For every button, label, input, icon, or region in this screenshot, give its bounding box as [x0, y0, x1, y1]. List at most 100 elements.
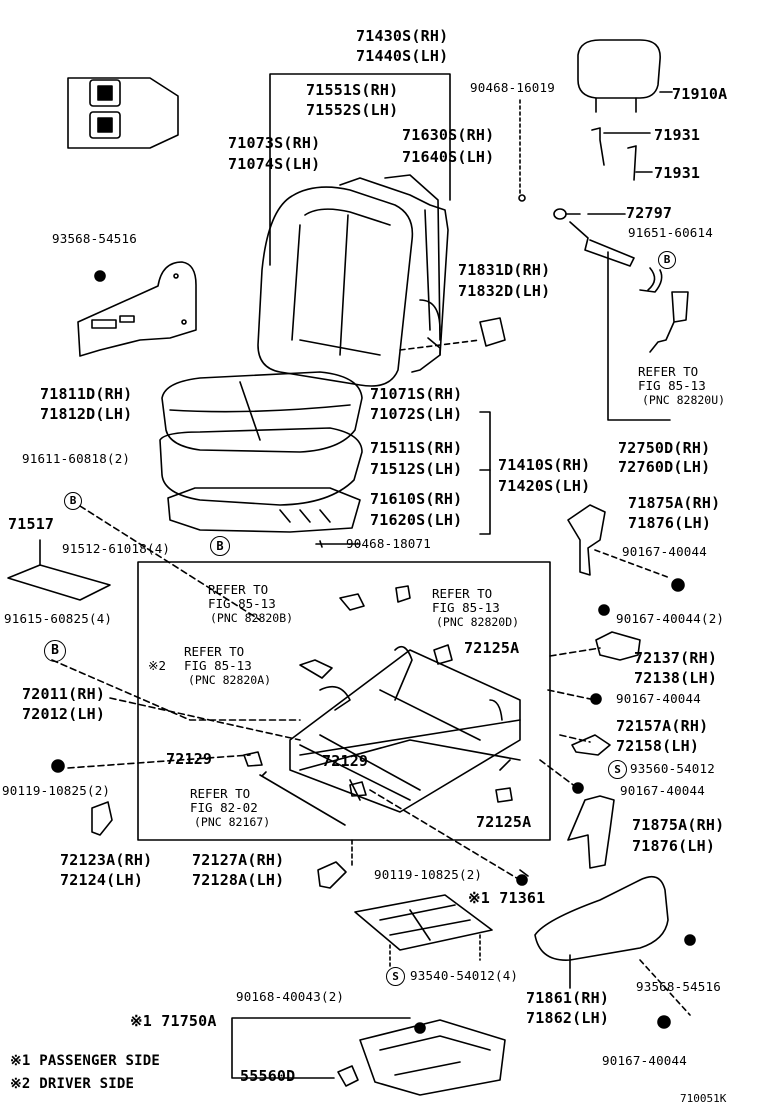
label-71361: ※1 71361: [468, 889, 546, 907]
ref-82167-line1: REFER TO: [190, 786, 251, 801]
label-72124: 72124(LH): [60, 871, 144, 889]
label-72750d: 72750D(RH): [618, 439, 711, 457]
label-71072s: 71072S(LH): [370, 405, 463, 423]
label-91615-60825: 91615-60825(4): [4, 611, 113, 626]
ref-82820b-line1: REFER TO: [208, 582, 269, 597]
label-72012: 72012(LH): [22, 705, 106, 723]
label-72138: 72138(LH): [634, 669, 718, 687]
label-72125a-b: 72125A: [476, 813, 532, 831]
label-72158: 72158(LH): [616, 737, 700, 755]
diagram-id: 710051K: [680, 1092, 727, 1105]
seat-thumbnail-icon: [67, 77, 179, 149]
pad-71517-icon: [7, 564, 111, 601]
ref-82820a-mark: ※2: [148, 658, 166, 673]
label-71862: 71862(LH): [526, 1009, 610, 1027]
label-90119-10825-a: 90119-10825(2): [2, 783, 111, 798]
label-71875a-b: 71875A(RH): [632, 816, 725, 834]
label-71551s: 71551S(RH): [306, 81, 399, 99]
label-93540-54012: 93540-54012(4): [410, 968, 519, 983]
label-71552s: 71552S(LH): [306, 101, 399, 119]
bracket-71875a-b-icon: [567, 795, 615, 869]
label-71811d: 71811D(RH): [40, 385, 133, 403]
label-71876-a: 71876(LH): [628, 514, 712, 532]
label-93568-54516-b: 93568-54516: [636, 979, 721, 994]
label-91651-60614: 91651-60614: [628, 225, 713, 240]
bracket-72123a-icon: [91, 801, 113, 836]
label-72125a-a: 72125A: [464, 639, 520, 657]
label-90168-40043: 90168-40043(2): [236, 989, 345, 1004]
label-71931-b: 71931: [654, 164, 701, 182]
ref-82820u-line2: FIG 85-13: [638, 378, 706, 393]
label-72157a: 72157A(RH): [616, 717, 709, 735]
ref-82820u-line1: REFER TO: [638, 364, 699, 379]
bracket-71831d-icon: [479, 317, 506, 347]
footnote-passenger: ※1 PASSENGER SIDE: [10, 1053, 160, 1069]
ref-82820d-line3: (PNC 82820D): [436, 615, 520, 629]
ref-82820a-line3: (PNC 82820A): [188, 673, 272, 687]
label-93568-54516-a: 93568-54516: [52, 231, 137, 246]
label-90167-40044-2: 90167-40044(2): [616, 611, 725, 626]
lever-72137-icon: [595, 631, 641, 661]
label-71071s: 71071S(RH): [370, 385, 463, 403]
label-90119-10825-b: 90119-10825(2): [374, 867, 483, 882]
label-90167-40044-d: 90167-40044: [620, 783, 705, 798]
label-72128a: 72128A(LH): [192, 871, 285, 889]
footnote-driver: ※2 DRIVER SIDE: [10, 1076, 135, 1092]
ref-82820u-line3: (PNC 82820U): [642, 393, 726, 407]
label-71931-a: 71931: [654, 126, 701, 144]
label-71876-b: 71876(LH): [632, 837, 716, 855]
lever-72157a-icon: [571, 734, 611, 756]
label-90468-16019: 90468-16019: [470, 80, 555, 95]
label-72760d: 72760D(LH): [618, 458, 711, 476]
label-93560-54012: 93560-54012: [630, 761, 715, 776]
side-cover-icon: [77, 261, 197, 357]
label-71512s: 71512S(LH): [370, 460, 463, 478]
label-71640s: 71640S(LH): [402, 148, 495, 166]
release-cable-icon: [553, 208, 689, 421]
label-71073s: 71073S(RH): [228, 134, 321, 152]
ref-82820a-line1: REFER TO: [184, 644, 245, 659]
bracket-72127a-icon: [317, 861, 347, 889]
marker-s-1: S: [608, 760, 627, 779]
label-71430s: 71430S(RH): [356, 27, 449, 45]
ref-82820d-line1: REFER TO: [432, 586, 493, 601]
label-71440s: 71440S(LH): [356, 47, 449, 65]
part-55560d-icon: [337, 1065, 359, 1087]
marker-b-1: B: [658, 251, 676, 269]
label-71074s: 71074S(LH): [228, 155, 321, 173]
label-55560d: 55560D: [240, 1067, 296, 1085]
ref-82167-line3: (PNC 82167): [194, 815, 271, 829]
label-91611-60818: 91611-60818(2): [22, 451, 131, 466]
label-90167-40044-a: 90167-40044: [622, 544, 707, 559]
headrest-icon: [577, 39, 673, 181]
seat-track-frame-icon: [289, 645, 521, 813]
label-72127a: 72127A(RH): [192, 851, 285, 869]
marker-b-2: B: [64, 492, 82, 510]
label-71630s: 71630S(RH): [402, 126, 495, 144]
label-90167-40044-e: 90167-40044: [602, 1053, 687, 1068]
label-72129-b: 72129: [322, 752, 369, 770]
label-71410s: 71410S(RH): [498, 456, 591, 474]
ref-82820a-line2: FIG 85-13: [184, 658, 252, 673]
seat-cushion-icon: [159, 371, 363, 533]
label-91512-61018: 91512-61018(4): [62, 541, 171, 556]
seat-frame-71361-icon: [354, 894, 493, 951]
marker-s-2: S: [386, 967, 405, 986]
label-71910a: 71910A: [672, 85, 728, 103]
seat-track-frame-box: [137, 561, 551, 841]
label-71750a: ※1 71750A: [130, 1012, 217, 1030]
bracket-71875a-icon: [567, 504, 606, 576]
label-71875a-a: 71875A(RH): [628, 494, 721, 512]
seat-back-icon: [257, 174, 449, 387]
ref-82820b-line2: FIG 85-13: [208, 596, 276, 611]
label-71517: 71517: [8, 515, 55, 533]
label-72129-a: 72129: [166, 750, 213, 768]
label-72137: 72137(RH): [634, 649, 718, 667]
label-71610s: 71610S(RH): [370, 490, 463, 508]
marker-b-4: B: [44, 640, 66, 662]
label-90468-18071: 90468-18071: [346, 536, 431, 551]
label-71861: 71861(RH): [526, 989, 610, 1007]
label-72123a: 72123A(RH): [60, 851, 153, 869]
